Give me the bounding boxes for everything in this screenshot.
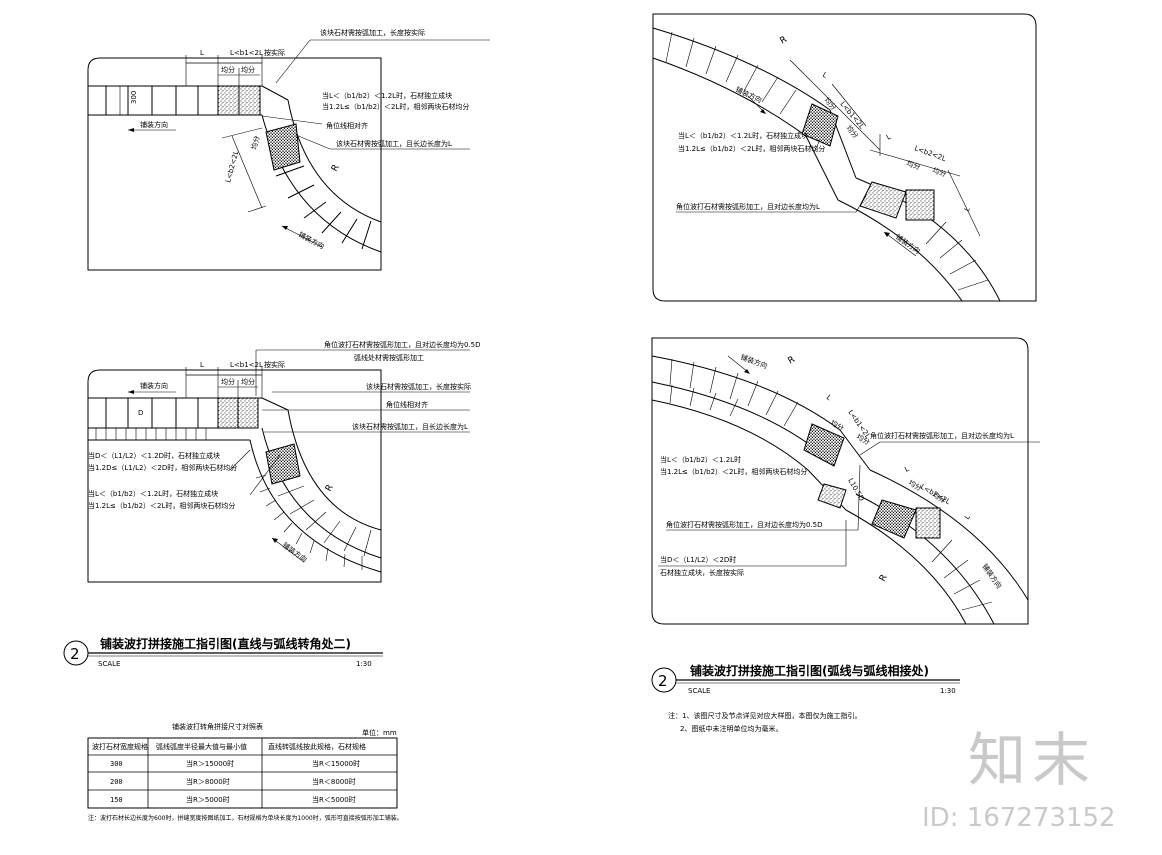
- dim-l: L: [903, 465, 910, 474]
- dim-split: 均分: [905, 158, 921, 171]
- note-b-rule-1: 当L＜（b1/b2）＜1.2L时，石材独立成块: [88, 489, 218, 498]
- note-d-rule-2: 当1.2D≤（L1/L2）＜2D时，相邻两块石材均分: [88, 463, 237, 472]
- table-cell: 当R＞8000时: [186, 777, 230, 786]
- note-rule-1b: 当1.2L≤（b1/b2）＜2L时，相邻两块石材均分: [660, 467, 807, 476]
- note-corner-align: 角位线相对齐: [386, 400, 428, 409]
- table-title: 铺装波打转角拼接尺寸对照表: [172, 722, 263, 731]
- dim-l-b2-2l: L<b2<2L: [913, 144, 947, 163]
- note-corner-align: 角位线相对齐: [326, 121, 368, 130]
- note-stone-arc: 该块石材需按弧加工，且长边长度为L: [352, 422, 468, 431]
- radius-label: R: [878, 573, 890, 583]
- dim-l-b2-2l: L<b2<2L: [224, 150, 240, 184]
- note-line-2: 2、图纸中未注明单位均为毫米。: [680, 724, 782, 733]
- note-corner-cut: 角位波打石材需按弧形加工，且对边长度均为L: [870, 431, 1014, 440]
- caption-right: 2 铺装波打拼接施工指引图(弧线与弧线相接处) SCALE 1:30: [651, 663, 960, 695]
- spec-table: 铺装波打转角拼接尺寸对照表 单位：mm 波打石材宽度规格 弧线弧度半径最大值与最…: [87, 722, 403, 822]
- table-header-3: 直线转弧线按此规格，石材规格: [268, 742, 366, 751]
- note-rule-1a: 当L＜（b1/b2）＜1.2L时: [660, 455, 741, 464]
- dim-split: 均分: [241, 377, 255, 386]
- dim-split: 均分: [241, 65, 255, 74]
- note-d-rule-1: 当D＜（L1/L2）＜2D时: [660, 555, 736, 564]
- note-corner-d: 角位波打石材需按弧形加工，且对边长度均为0.5D: [666, 520, 823, 529]
- paving-direction-label: 铺装方向: [894, 232, 922, 255]
- dim-split: 均分: [249, 135, 261, 151]
- caption-left: 2 铺装波打拼接施工指引图(直线与弧线转角处二) SCALE 1:30: [63, 636, 383, 668]
- dim-l: L: [200, 49, 204, 57]
- dim-l10-5d: L10.5D: [846, 477, 865, 503]
- scale-label: SCALE: [98, 660, 120, 668]
- table-cell: 当R＞5000时: [186, 795, 230, 804]
- caption-number: 2: [658, 672, 668, 690]
- dim-actual: 按实际: [264, 360, 285, 369]
- table-cell: 150: [110, 796, 123, 804]
- radius-label: R: [787, 355, 797, 367]
- note-arc-scale: 弧线处材需按弧形加工: [354, 353, 424, 362]
- panel-straight-to-arc-2: L L<b1<2L 按实际 均分 均分 铺装方向 D 角位波打石材需按弧形加工，…: [87, 340, 481, 583]
- note-line-1: 注：1、该图尺寸及节点详见对应大样图，本图仅为施工指引。: [668, 711, 861, 720]
- note-rule-1a: 当L＜（b1/b2）＜1.2L时，石材独立成块: [322, 91, 452, 100]
- dim-l: L: [821, 71, 828, 80]
- scale-value: 1:30: [356, 660, 372, 668]
- dim-l: L: [200, 361, 204, 369]
- caption-number: 2: [70, 645, 80, 663]
- caption-title: 铺装波打拼接施工指引图(直线与弧线转角处二): [100, 636, 351, 651]
- dim-l-b1-2l: L<b1<2L: [230, 49, 263, 57]
- panel-arc-corner-1: R L L<b1<2L 均分 均分 L L<b2<2L 均分 均分 L 铺装方向…: [652, 13, 1037, 302]
- panel-straight-to-arc-1: L L<b1<2L 按实际 均分 均分 300 铺装方向 该块石材需按弧加工，长…: [87, 28, 490, 271]
- radius-label: R: [779, 35, 789, 47]
- table-cell: 200: [110, 778, 123, 786]
- table-header-1: 波打石材宽度规格: [92, 742, 148, 751]
- table-cell: 当R＞15000时: [186, 759, 234, 768]
- dim-l-b1-2l: L<b1<2L: [230, 361, 263, 369]
- table-header-2: 弧线弧度半径最大值与最小值: [156, 742, 247, 751]
- note-rule-1b: 当1.2L≤（b1/b2）＜2L时，相邻两块石材均分: [322, 102, 469, 111]
- scale-value: 1:30: [940, 687, 956, 695]
- note-stone-actual: 该块石材需按弧加工，长度按实际: [320, 28, 425, 37]
- dim-split: 均分: [221, 377, 235, 386]
- note-rule-1a: 当L＜（b1/b2）＜1.2L时，石材独立成块: [678, 131, 808, 140]
- table-cell: 当R＜15000时: [312, 759, 360, 768]
- dim-l: L: [825, 393, 833, 402]
- note-stone-arc: 该块石材需按弧加工，且长边长度为L: [336, 139, 452, 148]
- watermark-logo: 知末: [968, 726, 1096, 794]
- dim-split: 均分: [221, 65, 235, 74]
- dim-l: L: [963, 513, 972, 521]
- note-stone-actual: 该块石材需按弧加工，长度按实际: [366, 382, 471, 391]
- scale-label: SCALE: [688, 687, 710, 695]
- radius-label: R: [330, 163, 342, 173]
- paving-direction-label: 铺装方向: [297, 230, 326, 251]
- paving-direction-label: 铺装方向: [281, 540, 309, 564]
- table-cell: 当R＜8000时: [312, 777, 356, 786]
- note-d-rule-1: 当D＜（L1/L2）＜1.2D时，石材独立成块: [88, 451, 220, 460]
- note-rule-1b: 当1.2L≤（b1/b2）＜2L时，相邻两块石材均分: [678, 144, 825, 153]
- caption-title: 铺装波打拼接施工指引图(弧线与弧线相接处): [690, 663, 929, 678]
- dim-l: L: [885, 133, 892, 142]
- panel-arc-corner-2: 铺装方向 R L L<b1<2L 均分 均分 L10.5D L L<b2<2L …: [651, 337, 1040, 625]
- table-footnote: 注：波打石材长边长度为600时，拼缝宽度按图纸加工，石材规格为单块长度为1000…: [88, 814, 403, 822]
- paving-direction-label: 铺装方向: [739, 352, 768, 370]
- dim-l: L: [963, 206, 972, 213]
- table-cell: 300: [110, 760, 123, 768]
- dim-d: D: [138, 409, 143, 417]
- paving-direction-label: 铺装方向: [140, 381, 168, 390]
- table-cell: 当R＜5000时: [312, 795, 356, 804]
- dim-split: 均分: [829, 418, 846, 433]
- note-d-rule-2: 石材独立成块，长度按实际: [660, 568, 744, 577]
- watermark-id: ID: 167273152: [922, 803, 1116, 833]
- radius-label: R: [324, 483, 336, 493]
- dim-width-300: 300: [130, 91, 138, 104]
- table-unit: 单位：mm: [362, 728, 397, 737]
- dim-split: 均分: [931, 165, 947, 178]
- paving-direction-label: 铺装方向: [734, 85, 763, 105]
- paving-direction-label: 铺装方向: [140, 120, 168, 129]
- note-corner-cut: 角位波打石材需按弧形加工，且对边长度均为0.5D: [324, 340, 481, 349]
- note-b-rule-2: 当1.2L≤（b1/b2）＜2L时，相邻两块石材均分: [88, 501, 235, 510]
- note-corner-cut: 角位波打石材需按弧形加工，且对边长度均为L: [676, 202, 820, 211]
- dim-actual: 按实际: [264, 48, 285, 57]
- paving-direction-label: 铺装方向: [980, 562, 1003, 590]
